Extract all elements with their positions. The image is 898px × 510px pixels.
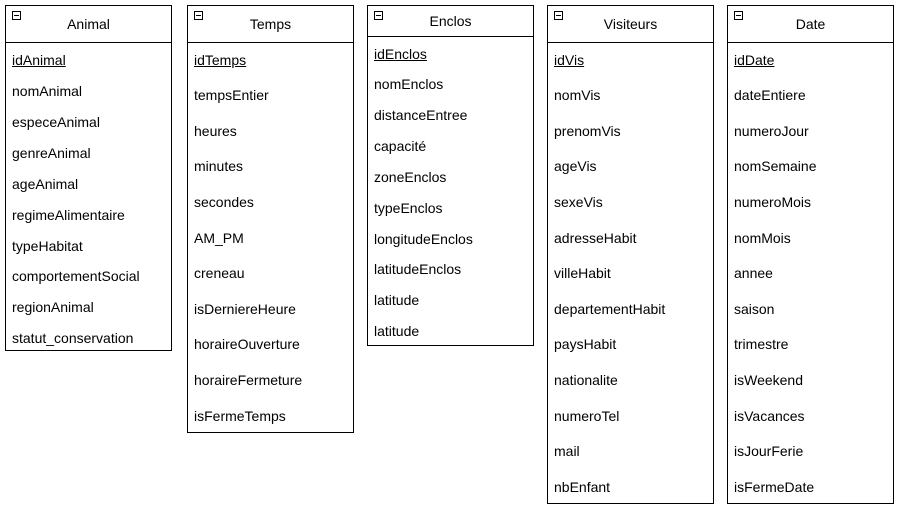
field: prenomVis <box>554 123 621 139</box>
field: trimestre <box>734 336 789 352</box>
field: zoneEnclos <box>374 169 447 185</box>
field: especeAnimal <box>12 114 100 130</box>
table-header: Visiteurs <box>548 6 713 43</box>
field: regionAnimal <box>12 299 94 315</box>
field: mail <box>554 443 580 459</box>
field: genreAnimal <box>12 145 91 161</box>
field: adresseHabit <box>554 230 637 246</box>
primary-key-field: idTemps <box>194 52 247 68</box>
collapse-icon[interactable] <box>194 11 203 20</box>
field: creneau <box>194 265 245 281</box>
table-visiteurs[interactable]: Visiteurs idVis nomVis prenomVis ageVis … <box>547 5 714 504</box>
table-header: Date <box>728 6 893 43</box>
table-date[interactable]: Date idDate dateEntiere numeroJour nomSe… <box>727 5 894 504</box>
field: annee <box>734 265 773 281</box>
field: capacité <box>374 138 427 154</box>
field: comportementSocial <box>12 268 140 284</box>
table-temps[interactable]: Temps idTemps tempsEntier heures minutes… <box>187 5 354 433</box>
field: numeroJour <box>734 123 809 139</box>
field: sexeVis <box>554 194 603 210</box>
field: ageVis <box>554 158 597 174</box>
field: distanceEntree <box>374 107 468 123</box>
field: isFermeTemps <box>194 408 286 424</box>
table-title: Temps <box>249 16 292 32</box>
field: villeHabit <box>554 265 611 281</box>
field: longitudeEnclos <box>374 231 473 247</box>
field: isJourFerie <box>734 443 804 459</box>
field: horaireOuverture <box>194 336 300 352</box>
field: numeroTel <box>554 408 620 424</box>
field: latitude <box>374 292 420 308</box>
field: nomSemaine <box>734 158 817 174</box>
field: statut_conservation <box>12 330 134 346</box>
field: secondes <box>194 194 254 210</box>
field: paysHabit <box>554 336 617 352</box>
table-header: Enclos <box>368 6 533 37</box>
field: departementHabit <box>554 301 666 317</box>
collapse-icon[interactable] <box>374 11 383 20</box>
field: nomEnclos <box>374 76 444 92</box>
field: nomMois <box>734 230 791 246</box>
collapse-icon[interactable] <box>734 11 743 20</box>
field: latitude <box>374 323 420 339</box>
field: numeroMois <box>734 194 812 210</box>
field: isWeekend <box>734 372 804 388</box>
field: latitudeEnclos <box>374 261 462 277</box>
table-title: Visiteurs <box>603 16 658 32</box>
field: isFermeDate <box>734 479 815 495</box>
field: horaireFermeture <box>194 372 303 388</box>
field: saison <box>734 301 775 317</box>
field: nationalite <box>554 372 618 388</box>
field: heures <box>194 123 237 139</box>
field: nomVis <box>554 87 601 103</box>
table-animal[interactable]: Animal idAnimal nomAnimal especeAnimal g… <box>5 5 172 351</box>
field: tempsEntier <box>194 87 269 103</box>
table-enclos[interactable]: Enclos idEnclos nomEnclos distanceEntree… <box>367 5 534 346</box>
table-header: Temps <box>188 6 353 43</box>
table-header: Animal <box>6 6 171 43</box>
table-title: Animal <box>67 16 110 32</box>
field: isDerniereHeure <box>194 301 296 317</box>
table-title: Date <box>795 16 826 32</box>
collapse-icon[interactable] <box>554 11 563 20</box>
table-title: Enclos <box>429 13 472 29</box>
primary-key-field: idDate <box>734 52 775 68</box>
collapse-icon[interactable] <box>12 11 21 20</box>
field: regimeAlimentaire <box>12 207 125 223</box>
field: nbEnfant <box>554 479 611 495</box>
field: typeHabitat <box>12 238 83 254</box>
primary-key-field: idAnimal <box>12 52 66 68</box>
field: nomAnimal <box>12 83 83 99</box>
field: typeEnclos <box>374 200 443 216</box>
field: minutes <box>194 158 244 174</box>
field: isVacances <box>734 408 805 424</box>
primary-key-field: idVis <box>554 52 585 68</box>
primary-key-field: idEnclos <box>374 46 427 62</box>
field: AM_PM <box>194 230 244 246</box>
field: ageAnimal <box>12 176 79 192</box>
field: dateEntiere <box>734 87 806 103</box>
